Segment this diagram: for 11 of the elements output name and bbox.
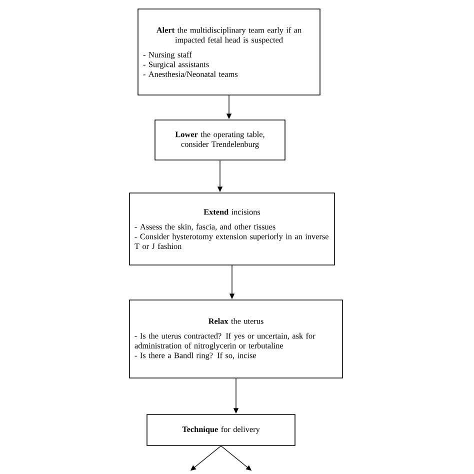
process-box: Extend incisions - Assess the skin, fascia, and other tissues - Consider hysterotomy extension superiorly in an inverse T or J fashion [129,192,335,266]
process-box: Relax the uterus - Is the uterus contracted? If yes or uncertain, ask for administration of nitroglycerin or terbutaline - Is there a Bandl ring? If so, incise [129,300,343,378]
process-box: Technique for delivery [146,414,296,446]
process-box: Alert the multidisciplinary team early if an impacted fetal head is suspected - Nursing staff - Surgical assistants - Anesthesia/Neonatal teams [138,8,320,96]
arrow [233,378,239,414]
arrow [229,265,235,300]
arrow [220,446,252,471]
arrow [190,446,222,471]
process-box: Lower the operating table, consider Trendelenburg [154,120,286,160]
arrow [217,160,223,192]
arrow [226,95,232,120]
